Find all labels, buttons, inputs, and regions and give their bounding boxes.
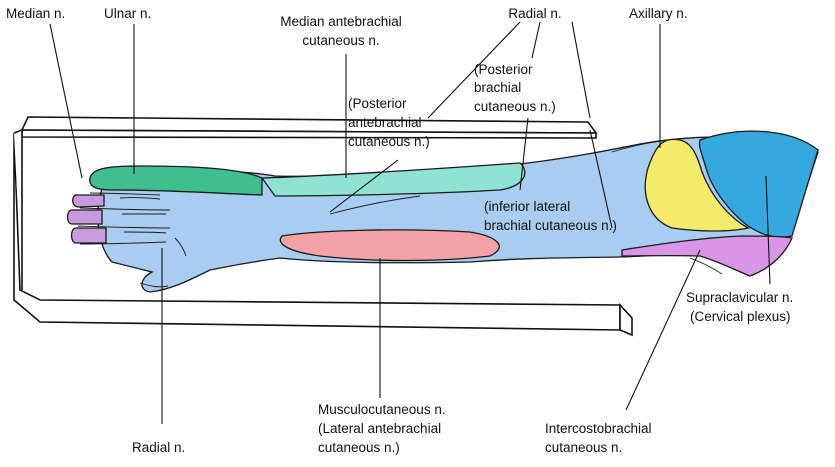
label-ulnar-n: Ulnar n. <box>104 6 151 21</box>
label-axillary-n: Axillary n. <box>629 6 688 21</box>
label-radial-n-bottom: Radial n. <box>132 440 185 455</box>
label-posterior-antebrachial-1: (Posterior <box>348 96 407 111</box>
label-intercostobrachial-1: Intercostobrachial <box>545 421 652 436</box>
ulnar-region <box>90 166 262 195</box>
label-posterior-brachial-3: cutaneous n.) <box>474 99 556 114</box>
label-median-antebrachial-1: Median antebrachial <box>280 14 402 29</box>
label-musculocutaneous-2: (Lateral antebrachial <box>318 421 441 436</box>
label-radial-n-top: Radial n. <box>508 6 561 21</box>
label-posterior-brachial-1: (Posterior <box>474 62 533 77</box>
label-supraclavicular-2: (Cervical plexus) <box>690 309 791 324</box>
label-intercostobrachial-2: cutaneous n. <box>545 440 622 455</box>
label-inferior-lateral-2: brachial cutaneous n.) <box>484 218 617 233</box>
label-posterior-antebrachial-3: cutaneous n.) <box>348 134 430 149</box>
label-musculocutaneous-3: cutaneous n.) <box>318 440 400 455</box>
label-supraclavicular-1: Supraclavicular n. <box>686 290 793 305</box>
label-posterior-brachial-2: brachial <box>474 80 521 95</box>
label-inferior-lateral-1: (inferior lateral <box>484 199 570 214</box>
median-fingertip-region <box>68 195 107 243</box>
label-median-n: Median n. <box>6 6 65 21</box>
label-musculocutaneous-1: Musculocutaneous n. <box>318 402 446 417</box>
label-median-antebrachial-2: cutaneous n. <box>302 33 379 48</box>
label-posterior-antebrachial-2: antebrachial <box>348 115 422 130</box>
median-antebrachial-region <box>262 163 525 196</box>
